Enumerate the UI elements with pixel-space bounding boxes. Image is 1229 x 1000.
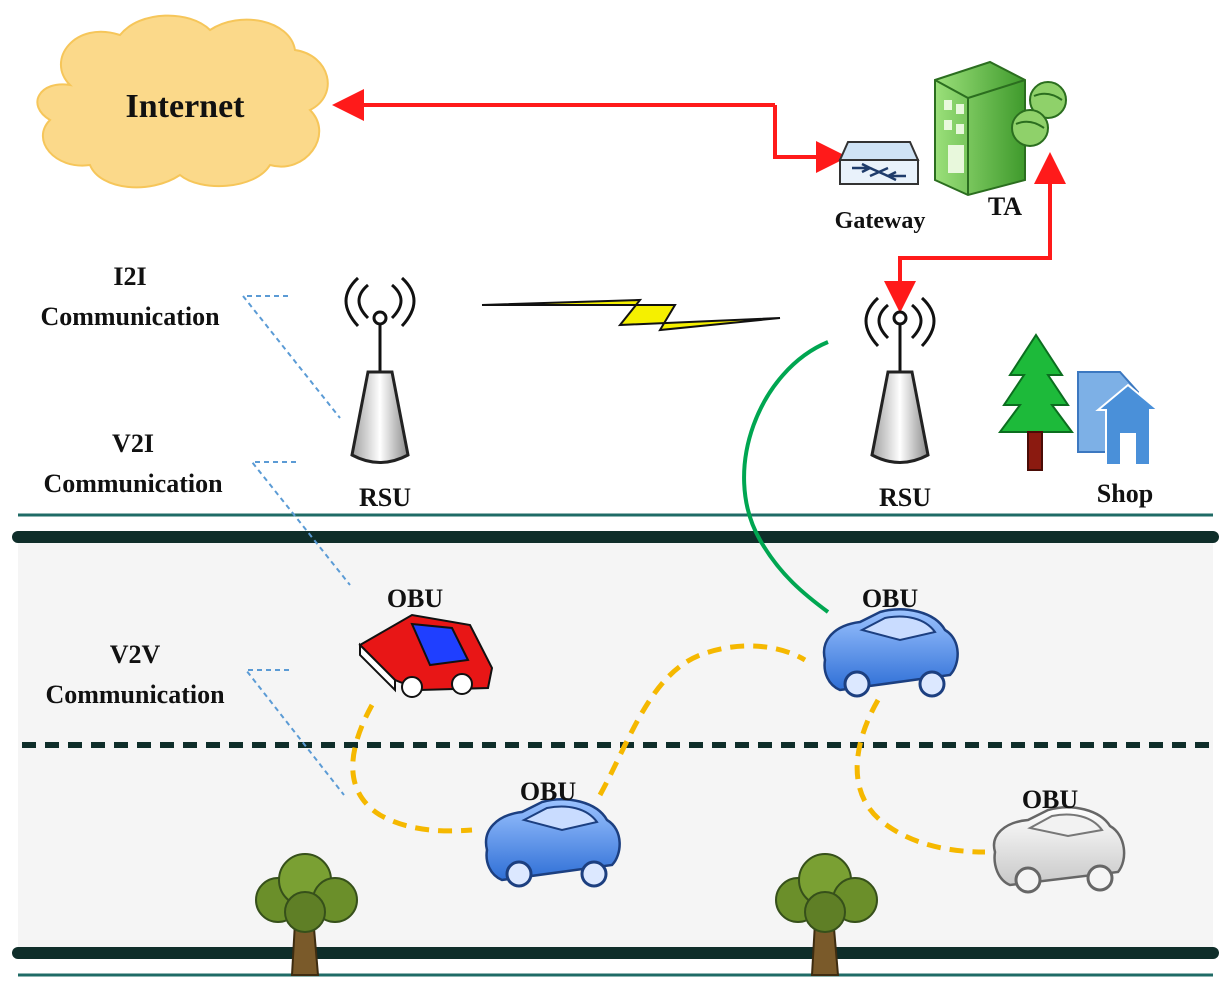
ta-label: TA bbox=[988, 192, 1022, 221]
roadside-tree-right-icon bbox=[775, 853, 878, 976]
rsu-right-icon: RSU bbox=[864, 296, 936, 512]
i2i-title: I2I bbox=[113, 262, 146, 291]
rsu-ta-link-arrow bbox=[884, 175, 1052, 313]
i2i-pointer bbox=[240, 295, 341, 419]
i2i-wireless-link bbox=[481, 298, 781, 332]
ta-building-icon: TA bbox=[934, 60, 1067, 221]
obu-white-label: OBU bbox=[1022, 785, 1079, 814]
v2v-link-blue-to-blue bbox=[597, 643, 807, 797]
obu-bottom-blue-label: OBU bbox=[520, 777, 577, 806]
pine-tree-icon bbox=[998, 333, 1074, 471]
v2i-subtitle: Communication bbox=[43, 469, 223, 498]
gateway-icon: Gateway bbox=[835, 141, 926, 234]
v2i-link bbox=[742, 340, 830, 614]
shop-icon: Shop bbox=[1077, 371, 1161, 508]
v2v-link-blue-to-white bbox=[854, 698, 986, 855]
obu-top-blue-car: OBU bbox=[822, 584, 959, 698]
obu-top-blue-label: OBU bbox=[862, 584, 919, 613]
legend-v2i: V2I Communication bbox=[43, 429, 351, 586]
rsu-left-icon: RSU bbox=[344, 276, 416, 512]
shop-label: Shop bbox=[1097, 479, 1153, 508]
legend-i2i: I2I Communication bbox=[40, 262, 341, 419]
v2v-pointer bbox=[243, 669, 345, 796]
rsu-right-label: RSU bbox=[879, 483, 931, 512]
obu-white-car: OBU bbox=[992, 785, 1126, 894]
rsu-left-label: RSU bbox=[359, 483, 411, 512]
obu-red-car: OBU bbox=[358, 584, 494, 698]
v2v-link-red-to-blue bbox=[350, 703, 473, 834]
v2i-pointer bbox=[249, 461, 351, 586]
gateway-label: Gateway bbox=[835, 208, 926, 234]
v2v-links bbox=[350, 643, 986, 855]
v2v-subtitle: Communication bbox=[45, 680, 225, 709]
signal-icon bbox=[864, 296, 936, 348]
roadside-tree-left-icon bbox=[255, 853, 358, 976]
cloud-shape bbox=[36, 14, 329, 189]
legend-v2v: V2V Communication bbox=[45, 640, 345, 796]
v2v-title: V2V bbox=[110, 640, 161, 669]
obu-red-label: OBU bbox=[387, 584, 444, 613]
gateway-link-arrow bbox=[773, 105, 848, 173]
road bbox=[12, 513, 1219, 977]
v2i-title: V2I bbox=[112, 429, 154, 458]
obu-bottom-blue-car: OBU bbox=[484, 777, 621, 888]
internet-cloud: Internet bbox=[36, 14, 329, 189]
signal-icon bbox=[344, 276, 416, 328]
i2i-subtitle: Communication bbox=[40, 302, 220, 331]
internet-label: Internet bbox=[126, 88, 246, 125]
backbone-links bbox=[332, 89, 1066, 313]
